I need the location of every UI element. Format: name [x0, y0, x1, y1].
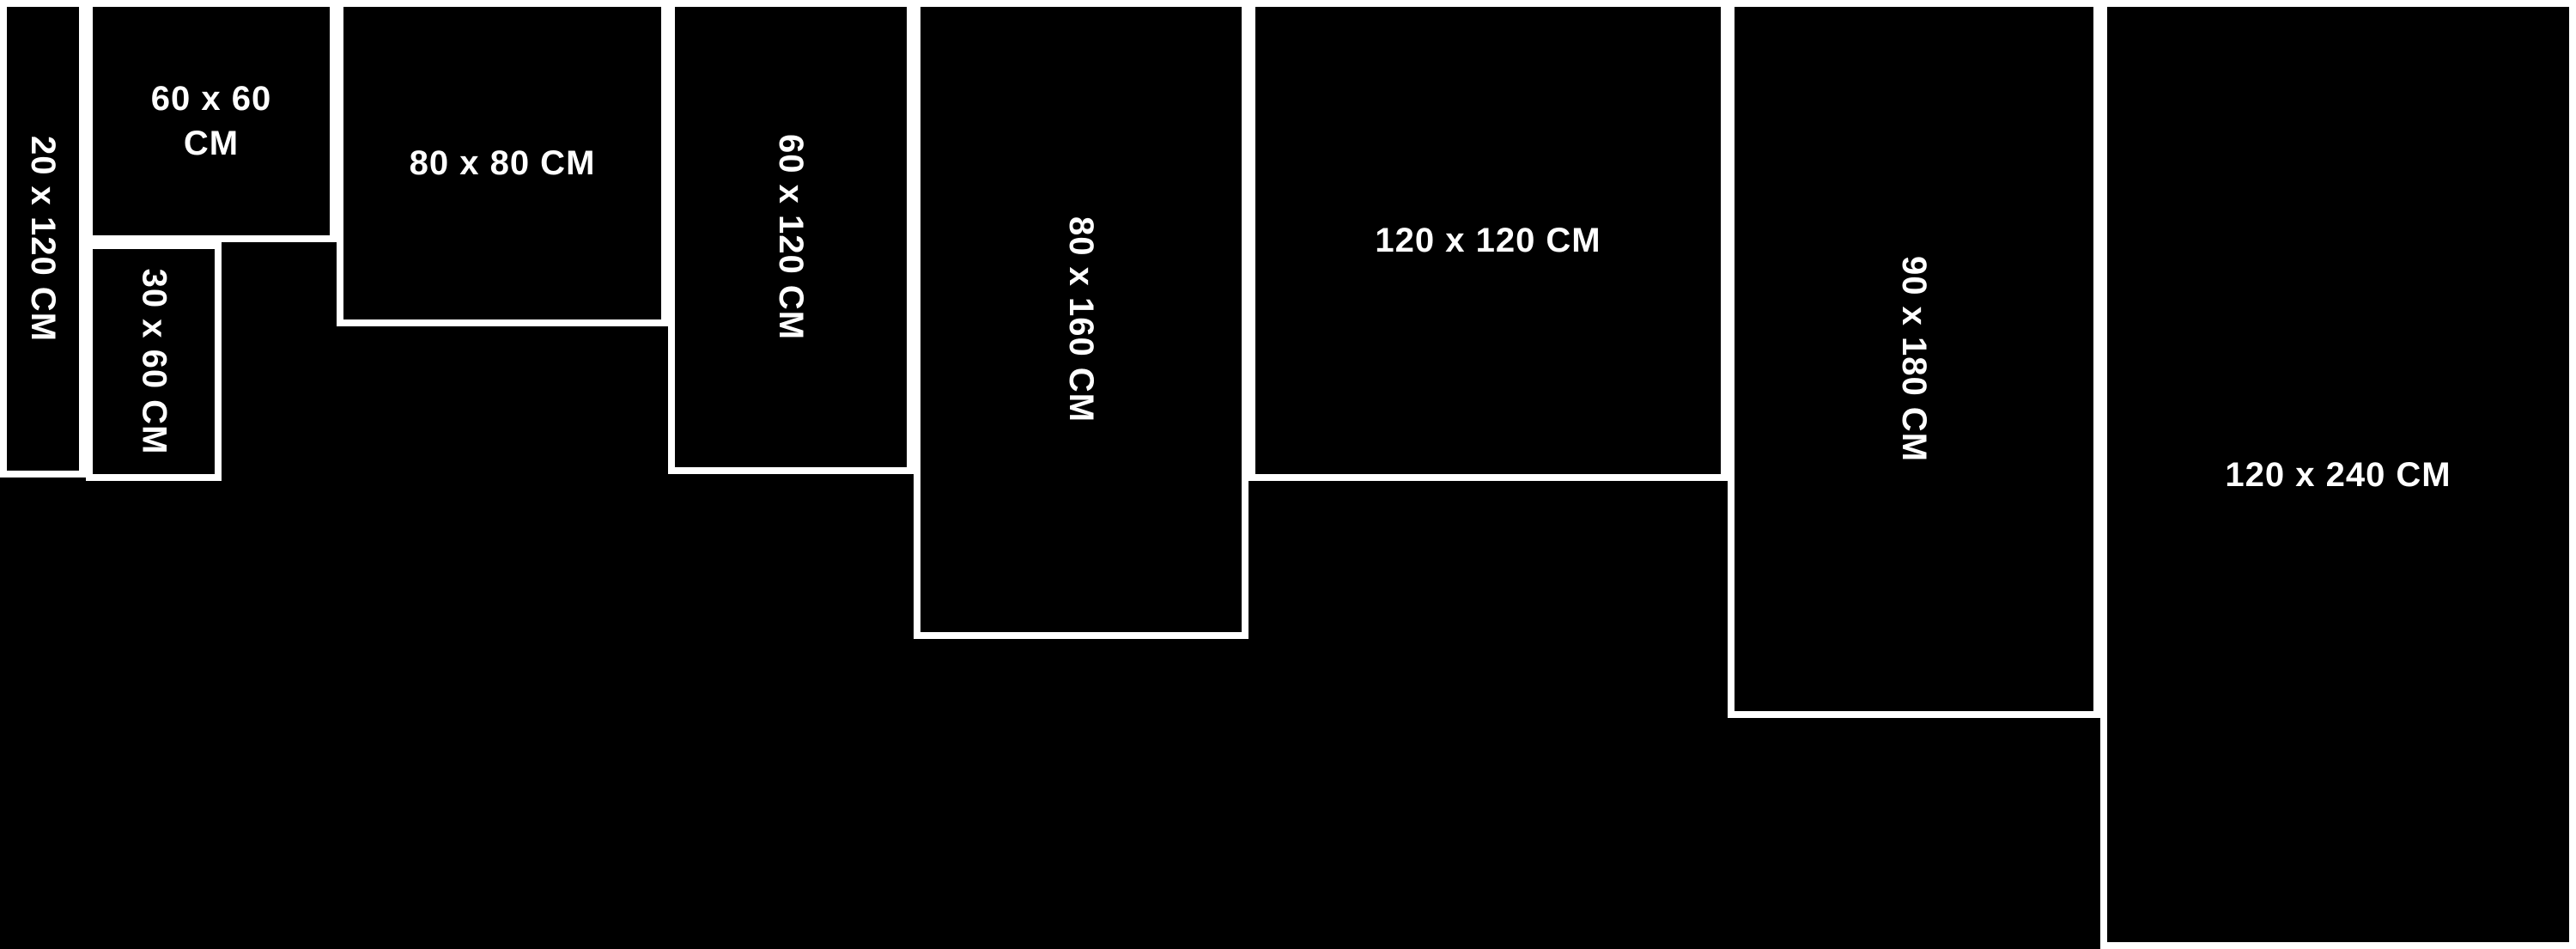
tile-80x160cm: 80 x 160 CM	[914, 0, 1249, 639]
tile-size-label: 80 x 80 CM	[409, 144, 596, 182]
tile-size-label: 20 x 120 CM	[24, 135, 62, 343]
tile-120x120cm: 120 x 120 CM	[1249, 0, 1728, 481]
tile-size-label: 120 x 240 CM	[2225, 455, 2451, 494]
tile-size-label: 90 x 180 CM	[1895, 255, 1933, 463]
tile-60x120cm: 60 x 120 CM	[668, 0, 914, 474]
tile-size-label: 120 x 120 CM	[1375, 222, 1601, 259]
tile-80x80cm: 80 x 80 CM	[337, 0, 668, 326]
tile-size-label: 80 x 160 CM	[1062, 216, 1100, 423]
tile-20x120cm: 20 x 120 CM	[0, 0, 86, 478]
tile-120x240cm: 120 x 240 CM	[2100, 0, 2576, 949]
tile-size-label-line1: 60 x 60	[150, 80, 272, 118]
tile-60x60cm: 60 x 60 CM	[86, 0, 337, 242]
tile-30x60cm: 30 x 60 CM	[86, 242, 222, 481]
tile-90x180cm: 90 x 180 CM	[1728, 0, 2100, 718]
tile-size-label-line2: CM	[183, 125, 240, 162]
tile-size-label: 60 x 120 CM	[772, 133, 810, 341]
tile-size-label: 30 x 60 CM	[135, 268, 173, 455]
tile-size-label: 60 x 60 CM	[151, 76, 271, 166]
